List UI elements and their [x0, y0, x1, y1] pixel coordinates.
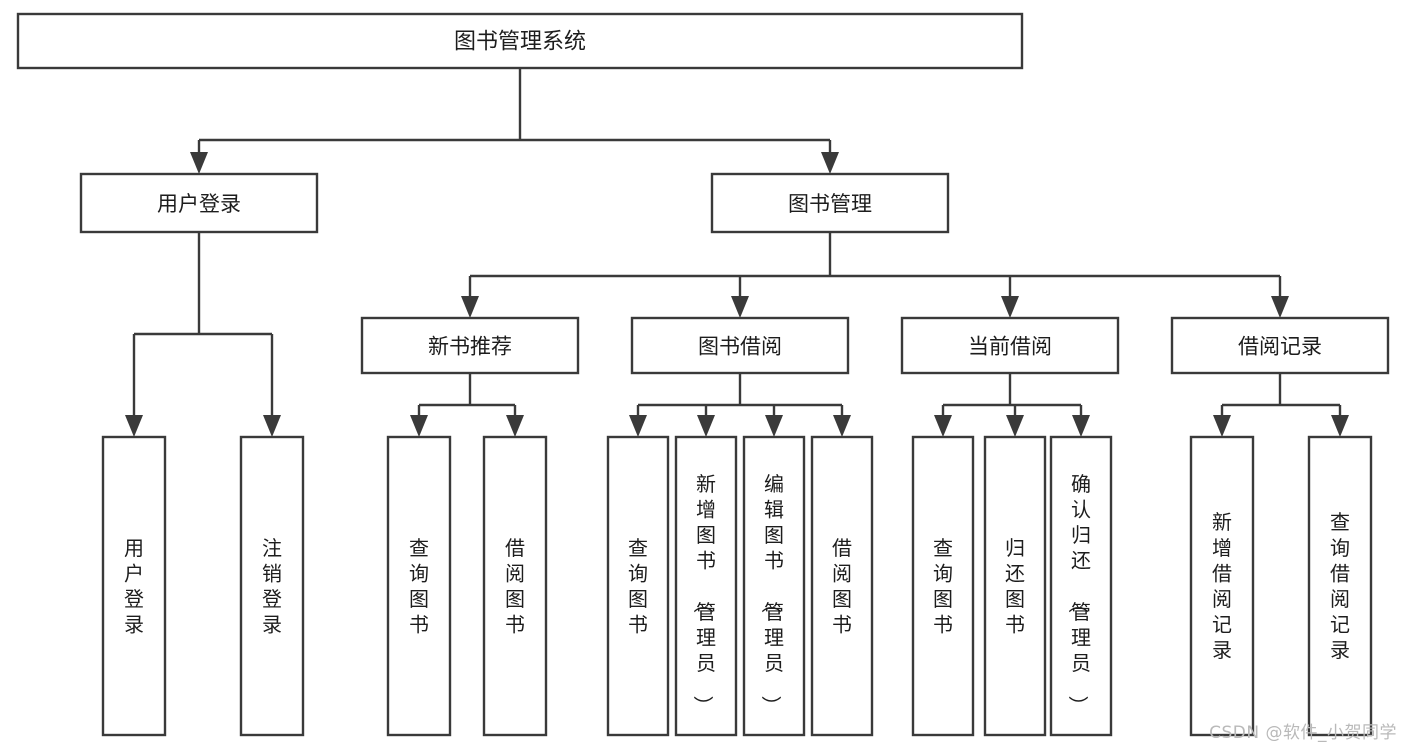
- node-label-leaf-query-book-3: 查询图书: [933, 536, 953, 637]
- node-label-leaf-query-borrow-record: 查询借阅记录: [1330, 510, 1350, 662]
- leaf-node-leaf-query-borrow-record[interactable]: 查询借阅记录: [1307, 435, 1373, 737]
- node-box-leaf-user-logout: [239, 435, 305, 737]
- arrow-to-new-book-recommend: [461, 296, 479, 318]
- node-box-root: [16, 12, 1024, 70]
- arrow-to-current-borrow: [1001, 296, 1019, 318]
- node-label-leaf-user-logout: 注销登录: [262, 536, 282, 637]
- node-label-current-borrow: 当前借阅: [968, 335, 1052, 359]
- arrow-to-book-borrow: [731, 296, 749, 318]
- node-box-leaf-add-borrow-record: [1189, 435, 1255, 737]
- leaf-node-leaf-user-login[interactable]: 用户登录: [101, 435, 167, 737]
- arrow-to-leaf-user-login: [125, 415, 143, 437]
- node-label-borrow-record: 借阅记录: [1238, 335, 1322, 359]
- node-label-leaf-query-book-1: 查询图书: [409, 536, 429, 637]
- node-label-leaf-edit-book-admin: 编辑图书（管理员）: [759, 472, 784, 716]
- node-label-leaf-user-login: 用户登录: [124, 536, 144, 637]
- arrow-to-leaf-add-borrow-record: [1213, 415, 1231, 437]
- node-label-book-borrow: 图书借阅: [698, 335, 782, 359]
- leaf-node-leaf-return-book[interactable]: 归还图书: [983, 435, 1047, 737]
- level3-node-borrow-record[interactable]: 借阅记录: [1170, 316, 1390, 375]
- leaf-node-leaf-add-book-admin[interactable]: 新增图书（管理员）: [674, 435, 738, 737]
- node-label-leaf-borrow-book-1: 借阅图书: [505, 536, 525, 637]
- level3-node-book-borrow[interactable]: 图书借阅: [630, 316, 850, 375]
- node-label-user-login: 用户登录: [157, 192, 241, 216]
- node-box-leaf-add-book-admin: [674, 435, 738, 737]
- arrow-to-book-manage: [821, 152, 839, 174]
- arrow-to-leaf-confirm-return: [1072, 415, 1090, 437]
- leaf-node-leaf-add-borrow-record[interactable]: 新增借阅记录: [1189, 435, 1255, 737]
- arrow-to-leaf-query-borrow-record: [1331, 415, 1349, 437]
- node-label-root: 图书管理系统: [454, 30, 586, 55]
- level2-node-user-login[interactable]: 用户登录: [79, 172, 319, 234]
- node-box-user-login: [79, 172, 319, 234]
- node-label-leaf-add-book-admin: 新增图书（管理员）: [691, 472, 716, 716]
- node-box-borrow-record: [1170, 316, 1390, 375]
- leaf-node-leaf-borrow-book-2[interactable]: 借阅图书: [810, 435, 874, 737]
- node-box-leaf-borrow-book-2: [810, 435, 874, 737]
- connector-layer: [125, 68, 1349, 437]
- node-box-leaf-user-login: [101, 435, 167, 737]
- node-label-leaf-query-book-2: 查询图书: [628, 536, 648, 637]
- node-box-book-borrow: [630, 316, 850, 375]
- arrow-to-borrow-record: [1271, 296, 1289, 318]
- arrow-to-leaf-add-book-admin: [697, 415, 715, 437]
- node-box-leaf-edit-book-admin: [742, 435, 806, 737]
- node-box-new-book-recommend: [360, 316, 580, 375]
- leaf-node-leaf-user-logout[interactable]: 注销登录: [239, 435, 305, 737]
- leaf-node-leaf-edit-book-admin[interactable]: 编辑图书（管理员）: [742, 435, 806, 737]
- arrow-to-leaf-user-logout: [263, 415, 281, 437]
- node-label-leaf-add-borrow-record: 新增借阅记录: [1212, 510, 1232, 662]
- level3-node-new-book-recommend[interactable]: 新书推荐: [360, 316, 580, 375]
- arrow-to-leaf-borrow-book-2: [833, 415, 851, 437]
- node-box-book-manage: [710, 172, 950, 234]
- node-label-new-book-recommend: 新书推荐: [428, 335, 512, 359]
- leaf-node-leaf-query-book-1[interactable]: 查询图书: [386, 435, 452, 737]
- arrow-to-user-login: [190, 152, 208, 174]
- node-box-leaf-confirm-return: [1049, 435, 1113, 737]
- arrow-to-leaf-query-book-3: [934, 415, 952, 437]
- node-box-leaf-query-borrow-record: [1307, 435, 1373, 737]
- node-label-leaf-borrow-book-2: 借阅图书: [832, 536, 852, 637]
- csdn-watermark: CSDN @软件_小贺同学: [1209, 723, 1397, 743]
- node-box-leaf-query-book-2: [606, 435, 670, 737]
- arrow-to-leaf-edit-book-admin: [765, 415, 783, 437]
- node-box-leaf-borrow-book-1: [482, 435, 548, 737]
- node-label-book-manage: 图书管理: [788, 192, 872, 216]
- arrow-to-leaf-return-book: [1006, 415, 1024, 437]
- arrow-to-leaf-borrow-book-1: [506, 415, 524, 437]
- arrow-to-leaf-query-book-1: [410, 415, 428, 437]
- leaf-node-leaf-confirm-return[interactable]: 确认归还（管理员）: [1049, 435, 1113, 737]
- node-label-leaf-confirm-return: 确认归还（管理员）: [1066, 472, 1091, 716]
- node-box-leaf-query-book-1: [386, 435, 452, 737]
- node-layer: 图书管理系统用户登录图书管理新书推荐图书借阅当前借阅借阅记录用户登录注销登录查询…: [16, 12, 1390, 737]
- node-box-current-borrow: [900, 316, 1120, 375]
- arrow-to-leaf-query-book-2: [629, 415, 647, 437]
- level3-node-current-borrow[interactable]: 当前借阅: [900, 316, 1120, 375]
- node-box-leaf-query-book-3: [911, 435, 975, 737]
- node-label-leaf-return-book: 归还图书: [1005, 536, 1025, 637]
- node-box-leaf-return-book: [983, 435, 1047, 737]
- leaf-node-leaf-query-book-2[interactable]: 查询图书: [606, 435, 670, 737]
- leaf-node-leaf-borrow-book-1[interactable]: 借阅图书: [482, 435, 548, 737]
- level2-node-book-manage[interactable]: 图书管理: [710, 172, 950, 234]
- leaf-node-leaf-query-book-3[interactable]: 查询图书: [911, 435, 975, 737]
- root-node-root[interactable]: 图书管理系统: [16, 12, 1024, 70]
